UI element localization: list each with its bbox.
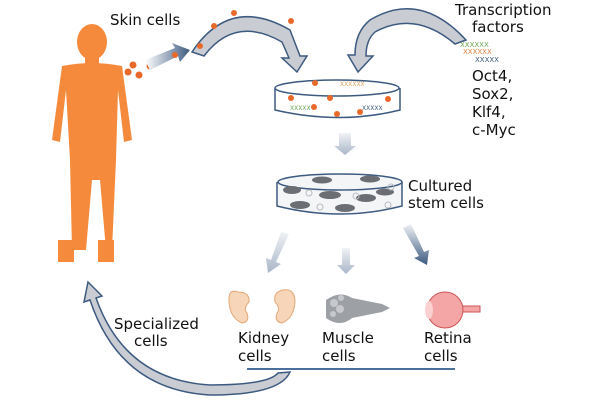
down-arrow-1 xyxy=(334,133,356,155)
curved-arrow-tf-to-dish xyxy=(346,8,468,74)
retina-icon xyxy=(425,291,481,329)
down-arrow-muscle xyxy=(337,248,355,274)
curved-arrow-skin-to-dish xyxy=(190,16,309,74)
label-skin-cells: Skin cells xyxy=(110,11,181,29)
svg-text:XXXXX: XXXXX xyxy=(362,105,383,112)
petri-dish-transduction: XXXXXX XXXXX XXXXX xyxy=(274,79,401,119)
return-arrow-to-body xyxy=(83,280,292,396)
factor-sox2: Sox2, xyxy=(472,85,514,103)
label-tf-line1: Transcription xyxy=(455,1,552,19)
muscle-icon xyxy=(326,294,390,323)
petri-dish-cultured xyxy=(276,173,403,215)
label-muscle-line2: cells xyxy=(322,347,356,365)
dna-strands-icon: XXXXXX XXXXXX XXXXX xyxy=(460,41,499,64)
kidney-icon xyxy=(228,289,296,324)
human-body-icon xyxy=(52,24,132,262)
label-specialized-line1: Specialized xyxy=(114,315,199,333)
factor-cmyc: c-Myc xyxy=(472,121,516,139)
label-retina-line2: cells xyxy=(424,347,458,365)
label-retina-line1: Retina xyxy=(424,329,472,347)
svg-text:XXXXXX: XXXXXX xyxy=(460,41,489,49)
arrow-cell-dots xyxy=(197,10,294,49)
svg-text:XXXXX: XXXXX xyxy=(475,56,499,64)
down-arrow-retina xyxy=(403,224,429,265)
label-cultured-line2: stem cells xyxy=(408,194,484,212)
down-arrow-kidney xyxy=(266,232,289,273)
label-specialized-line2: cells xyxy=(134,332,168,350)
factor-klf4: Klf4, xyxy=(472,103,506,121)
skin-arrow xyxy=(145,43,190,70)
label-kidney-line1: Kidney xyxy=(238,329,290,347)
svg-text:XXXXX: XXXXX xyxy=(290,105,311,112)
svg-text:XXXXXX: XXXXXX xyxy=(463,48,492,56)
label-kidney-line2: cells xyxy=(238,347,272,365)
label-cultured-line1: Cultured xyxy=(408,177,473,195)
label-tf-line2: factors xyxy=(472,18,524,36)
label-muscle-line1: Muscle xyxy=(322,329,374,347)
factor-oct4: Oct4, xyxy=(472,67,513,85)
svg-text:XXXXXX: XXXXXX xyxy=(340,81,365,88)
